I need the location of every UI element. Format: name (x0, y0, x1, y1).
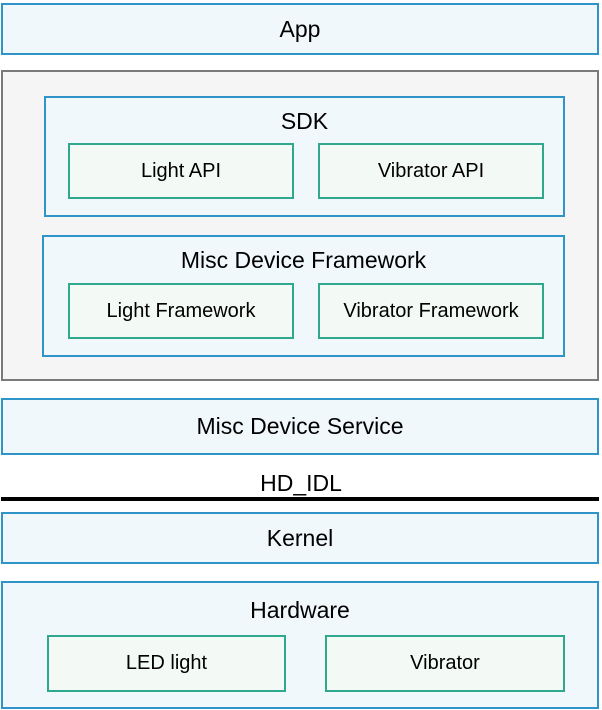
sdk-title: SDK (280, 108, 329, 134)
hdi-label: HD_IDL (260, 470, 342, 496)
led-light-box: LED light (47, 635, 286, 692)
vibrator-framework-box: Vibrator Framework (318, 283, 544, 339)
light-framework-box: Light Framework (68, 283, 294, 339)
hardware-title: Hardware (250, 597, 350, 623)
light-api-label: Light API (140, 159, 222, 182)
vibrator-framework-label: Vibrator Framework (343, 299, 519, 322)
service-layer: Misc Device Service (1, 398, 599, 455)
led-light-label: LED light (125, 652, 208, 674)
light-api-box: Light API (68, 143, 294, 199)
kernel-layer-label: Kernel (266, 524, 334, 551)
kernel-layer: Kernel (1, 512, 599, 564)
hardware-layer: Hardware LED light Vibrator (1, 581, 599, 709)
vibrator-label: Vibrator (410, 652, 480, 674)
app-layer-label: App (279, 15, 321, 42)
client-container: SDK Light API Vibrator API Misc Device F… (1, 70, 599, 381)
service-layer-label: Misc Device Service (196, 413, 404, 439)
hdi-divider (1, 497, 599, 501)
vibrator-api-label: Vibrator API (377, 159, 485, 182)
vibrator-api-box: Vibrator API (318, 143, 544, 199)
light-framework-label: Light Framework (106, 299, 256, 322)
framework-title: Misc Device Framework (180, 247, 427, 273)
framework-layer: Misc Device Framework Light Framework Vi… (42, 235, 565, 357)
sdk-layer: SDK Light API Vibrator API (44, 96, 565, 217)
vibrator-box: Vibrator (325, 635, 565, 692)
app-layer: App (1, 3, 599, 55)
